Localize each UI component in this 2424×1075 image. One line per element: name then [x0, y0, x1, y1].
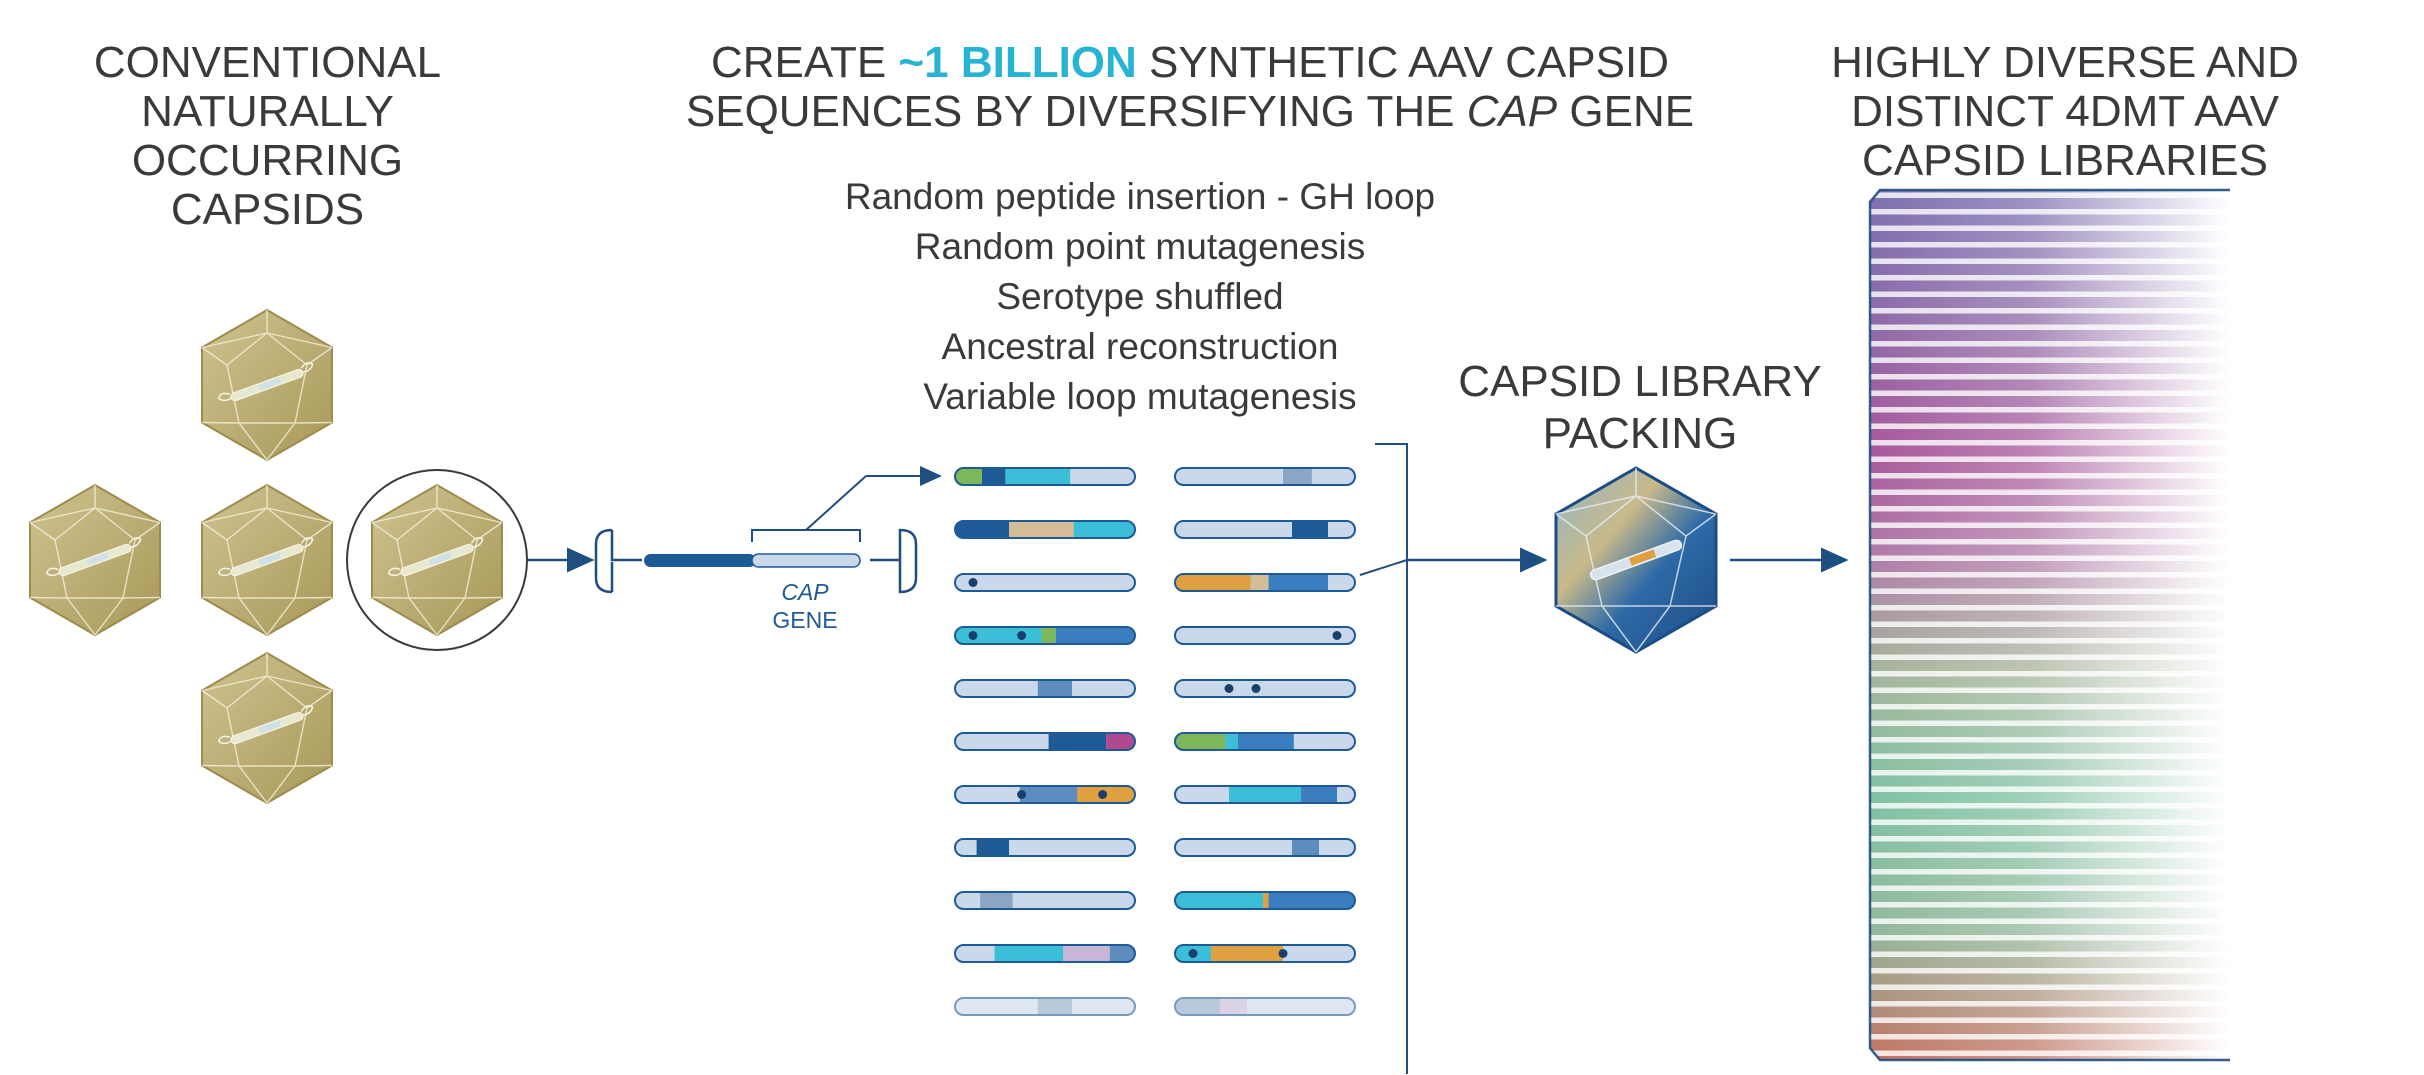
sequence-bar-icon [1174, 944, 1356, 963]
middle-heading-text: CREATE [710, 38, 899, 87]
left-heading-line: NATURALLY OCCURRING [131, 87, 404, 185]
billion-highlight: ~1 BILLION [898, 38, 1137, 87]
left-heading-line: CAPSIDS [170, 185, 365, 234]
sequence-bar-icon [954, 626, 1136, 645]
cap-gene-label-text: GENE [772, 607, 838, 633]
capsid-icon [29, 484, 161, 636]
packing-label-line: CAPSID LIBRARY [1458, 357, 1822, 406]
middle-heading-line-1: CREATE ~1 BILLION SYNTHETIC AAV CAPSID [610, 38, 1770, 87]
sequence-bar-icon [1174, 679, 1356, 698]
sequence-bar-icon [954, 467, 1136, 486]
sequence-bar-icon [954, 997, 1136, 1016]
method-item: Ancestral reconstruction [941, 326, 1339, 367]
packing-label-line: PACKING [1542, 409, 1738, 458]
left-heading-line: CONVENTIONAL [93, 38, 442, 87]
vector-icon [594, 466, 942, 594]
library-gradient-icon [1868, 188, 2230, 1062]
sequence-bar-icon [1174, 520, 1356, 539]
sequence-bar-icon [1174, 785, 1356, 804]
sequence-bar-icon [1174, 626, 1356, 645]
diversification-methods: Random peptide insertion - GH loop Rando… [780, 172, 1500, 422]
sequence-bar-icon [1174, 838, 1356, 857]
middle-heading-text: SEQUENCES BY DIVERSIFYING THE [685, 87, 1467, 136]
method-item: Random peptide insertion - GH loop [844, 176, 1436, 217]
packed-capsid-icon [1554, 466, 1718, 654]
sequence-bar-icon [1174, 467, 1356, 486]
bracket-connector [1359, 559, 1408, 576]
capsid-icon [371, 484, 503, 636]
sequence-bars [954, 467, 1356, 1016]
right-heading-line: DISTINCT 4DMT AAV [1851, 87, 2279, 136]
right-heading: HIGHLY DIVERSE AND DISTINCT 4DMT AAV CAP… [1785, 38, 2345, 185]
method-item: Variable loop mutagenesis [923, 376, 1357, 417]
middle-heading-text: GENE [1557, 87, 1695, 136]
right-heading-line: HIGHLY DIVERSE AND [1831, 38, 2299, 87]
packing-label: CAPSID LIBRARY PACKING [1430, 356, 1850, 460]
capsid-icon [201, 484, 333, 636]
cap-italic: CAP [1466, 87, 1558, 136]
cap-gene-label: CAP GENE [740, 578, 870, 634]
capsid-icon [201, 309, 333, 461]
sequence-bar-icon [1174, 891, 1356, 910]
sequence-bar-icon [954, 520, 1136, 539]
sequence-bar-icon [1174, 573, 1356, 592]
sequence-bar-icon [954, 891, 1136, 910]
right-heading-line: CAPSID LIBRARIES [1862, 136, 2268, 185]
sequence-bar-icon [954, 679, 1136, 698]
sequence-bar-icon [954, 838, 1136, 857]
cap-gene-label-italic: CAP [781, 579, 829, 605]
sequence-bar-icon [954, 573, 1136, 592]
sequence-bar-icon [954, 732, 1136, 751]
middle-heading-text: SYNTHETIC AAV CAPSID [1136, 38, 1669, 87]
middle-heading: CREATE ~1 BILLION SYNTHETIC AAV CAPSID S… [610, 38, 1770, 136]
library-bracket [1375, 443, 1408, 1074]
method-item: Random point mutagenesis [914, 226, 1366, 267]
sequence-bar-icon [1174, 732, 1356, 751]
left-heading: CONVENTIONAL NATURALLY OCCURRING CAPSIDS [0, 38, 535, 234]
sequence-bar-icon [954, 944, 1136, 963]
method-item: Serotype shuffled [996, 276, 1284, 317]
sequence-bar-icon [954, 785, 1136, 804]
selection-circle [346, 469, 528, 651]
middle-heading-line-2: SEQUENCES BY DIVERSIFYING THE CAP GENE [610, 87, 1770, 136]
capsid-icon [201, 652, 333, 804]
sequence-bar-icon [1174, 997, 1356, 1016]
